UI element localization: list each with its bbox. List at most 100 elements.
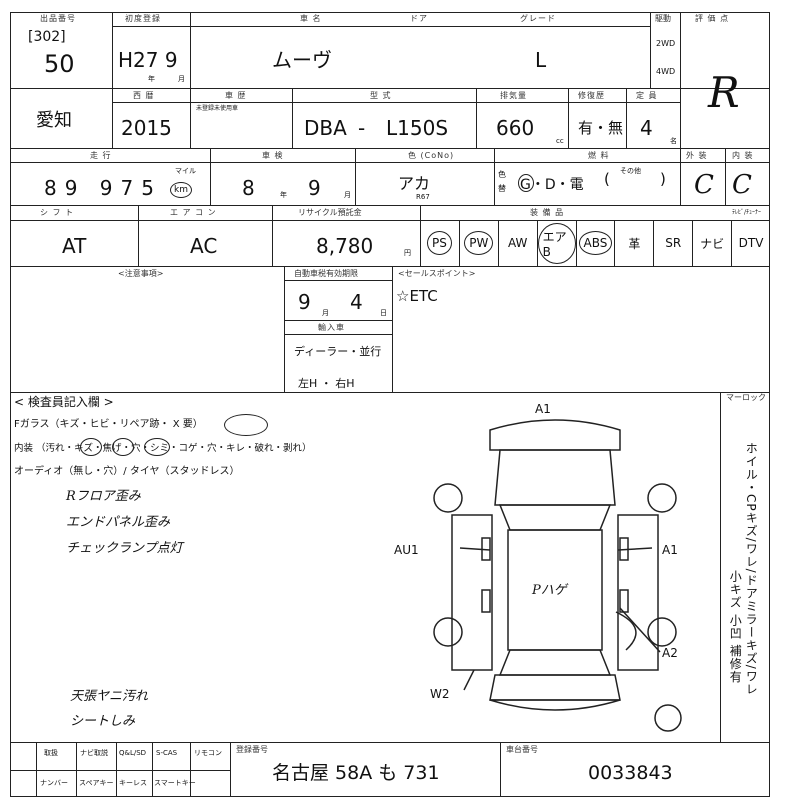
shaken-month-unit: 月 bbox=[344, 191, 351, 199]
displacement: 660 bbox=[496, 116, 535, 140]
col-divider bbox=[292, 88, 293, 148]
year-unit: 年 bbox=[148, 75, 155, 83]
body-note: 未登録未使用車 bbox=[196, 105, 239, 112]
diagram-pageru: Pハゲ bbox=[532, 583, 567, 598]
equipment-label: エアB bbox=[537, 222, 576, 264]
capacity-label: 定 員 bbox=[636, 91, 658, 100]
displacement-label: 排気量 bbox=[500, 91, 527, 100]
mileage-label: 走 行 bbox=[90, 151, 112, 160]
col-divider bbox=[476, 88, 477, 148]
ac: AC bbox=[190, 234, 218, 258]
row-divider bbox=[10, 266, 770, 267]
col-divider bbox=[355, 148, 356, 205]
region: 愛知 bbox=[36, 110, 72, 131]
label-divider bbox=[284, 320, 392, 321]
footer-col1-row1: 取扱 bbox=[44, 749, 58, 757]
repair: 有・無 bbox=[578, 119, 624, 137]
audio-note: オーディオ（無し・穴）/ タイヤ（スタッドレス） bbox=[14, 466, 240, 477]
equipment-item: PS bbox=[420, 220, 459, 266]
rating: R bbox=[708, 68, 740, 117]
car-right-side bbox=[617, 514, 659, 671]
body-label: 車 歴 bbox=[225, 91, 247, 100]
leader-a1-right bbox=[617, 547, 653, 551]
footer-col2-row1: ナビ取説 bbox=[80, 749, 108, 757]
equipment-item: ABS bbox=[575, 220, 615, 266]
col-divider bbox=[720, 392, 721, 742]
col-divider bbox=[650, 12, 651, 88]
cc-unit: cc bbox=[556, 137, 564, 145]
recycle: 8,780 bbox=[316, 234, 374, 258]
car-rear-window bbox=[498, 649, 612, 676]
fuel: G・D・電 bbox=[520, 177, 584, 193]
fuel-other: その他 bbox=[620, 167, 641, 175]
type-code: L150S bbox=[386, 116, 449, 140]
month-unit: 月 bbox=[178, 75, 185, 83]
footer-col4-row1: S-CAS bbox=[156, 749, 178, 757]
side-text-2: 小キズ 小凹 補修有 bbox=[728, 570, 743, 684]
wheel-rear-right bbox=[647, 617, 677, 647]
shaken-month: 9 bbox=[308, 176, 321, 200]
import-label: 輸入車 bbox=[318, 323, 345, 332]
car-front-bumper bbox=[489, 419, 621, 451]
ac-label: エ ア コ ン bbox=[170, 208, 217, 217]
glass-circle bbox=[224, 414, 268, 436]
interior-circle bbox=[112, 438, 134, 456]
row-divider bbox=[10, 742, 770, 743]
equipment-label: ABS bbox=[578, 231, 613, 255]
footer-divider bbox=[10, 770, 230, 771]
col-divider bbox=[626, 88, 627, 148]
car-left-side bbox=[451, 514, 493, 671]
inspection-title: < 検査員記入欄 > bbox=[14, 395, 114, 409]
km-circle bbox=[170, 182, 192, 198]
steering: 左H ・ 右H bbox=[298, 377, 355, 390]
plate-label: 登録番号 bbox=[236, 745, 268, 754]
lot-label: 出品番号 bbox=[40, 14, 76, 23]
col-divider bbox=[392, 266, 393, 392]
plate: 名古屋 58A も 731 bbox=[272, 762, 440, 784]
tv-label: ﾃﾚﾋﾞ/ﾁｭｰﾅｰ bbox=[732, 209, 762, 216]
deadline-day: 4 bbox=[350, 290, 363, 314]
repair-label: 修復歴 bbox=[578, 91, 605, 100]
handwritten-note-2: エンドパネル歪み bbox=[66, 515, 171, 530]
leader-au1 bbox=[459, 547, 491, 551]
interior-circle bbox=[80, 438, 102, 456]
equipment-item: ナビ bbox=[692, 220, 731, 266]
fuel-paren-open: ( bbox=[604, 170, 610, 188]
ext-label: 外 装 bbox=[686, 151, 708, 160]
footer-col4-row2: スマートキー bbox=[154, 779, 196, 787]
lot-code: [302] bbox=[28, 29, 66, 45]
row-divider bbox=[10, 88, 770, 89]
col-divider bbox=[680, 148, 681, 205]
equipment-label: 革 bbox=[628, 236, 641, 251]
mileage: 89 975 bbox=[44, 176, 162, 200]
col-divider bbox=[725, 148, 726, 205]
car-diagram bbox=[433, 419, 682, 732]
col-divider bbox=[138, 205, 139, 266]
diagram-au1: AU1 bbox=[394, 543, 419, 557]
col-divider bbox=[190, 742, 191, 797]
col-divider bbox=[680, 12, 681, 148]
equipment-label: SR bbox=[665, 236, 682, 250]
wheel-front-right bbox=[647, 483, 677, 513]
type-label: 型 式 bbox=[370, 91, 392, 100]
recycle-unit: 円 bbox=[404, 249, 411, 257]
footer-col5-row1: リモコン bbox=[194, 749, 222, 757]
equipment-label: DTV bbox=[738, 236, 764, 250]
col-divider bbox=[210, 148, 211, 205]
model-year-label: 西 暦 bbox=[133, 91, 155, 100]
int-label: 内 装 bbox=[732, 151, 754, 160]
grade-label: グレード bbox=[520, 14, 556, 23]
col-divider bbox=[112, 12, 113, 88]
first-reg-label: 初度登録 bbox=[125, 14, 161, 23]
equipment-item: エアB bbox=[536, 220, 576, 266]
col-divider bbox=[230, 742, 231, 797]
model-year: 2015 bbox=[121, 116, 172, 140]
label-divider bbox=[10, 220, 770, 221]
car-rear-bumper bbox=[489, 699, 621, 711]
footer-col3-row1: Q&L/SD bbox=[119, 749, 147, 757]
chassis: 0033843 bbox=[588, 762, 673, 784]
color: アカ bbox=[398, 174, 431, 193]
label-divider bbox=[284, 334, 392, 335]
label-divider bbox=[112, 102, 680, 103]
